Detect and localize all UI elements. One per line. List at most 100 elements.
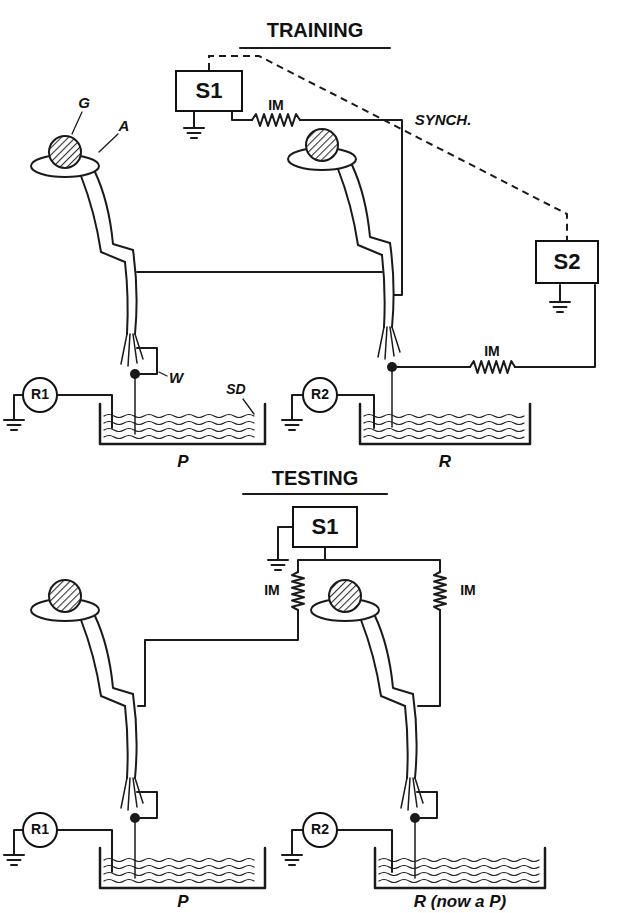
part-label: IM (268, 98, 284, 113)
ground-wire (278, 527, 292, 560)
body-outline (95, 616, 133, 694)
part-label: R (439, 453, 451, 472)
leg-outline (405, 706, 408, 778)
ground-wire (14, 395, 22, 420)
stimulus-wire (298, 548, 440, 572)
saline-surface (104, 415, 254, 418)
stimulus-wire (515, 285, 595, 367)
head-ganglion (49, 136, 81, 168)
resistor-symbol (470, 361, 515, 373)
part-label: W (169, 370, 183, 387)
stimulator-box: S2 (535, 240, 599, 284)
foot-toes (401, 778, 423, 810)
stimulus-wire (397, 366, 470, 368)
leg-outline (133, 250, 137, 334)
body-outline (361, 620, 405, 706)
ground-wire (193, 112, 195, 128)
sync-connector (209, 56, 567, 240)
saline-surface (364, 429, 524, 432)
body-outline (95, 172, 133, 250)
leg-outline (125, 706, 128, 778)
heading-underline (243, 493, 387, 495)
ground-symbol (282, 420, 302, 430)
recorder-circle: R2 (302, 377, 338, 413)
saline-dish (360, 404, 530, 444)
electrode-wire (134, 818, 136, 878)
head-ganglion (306, 129, 338, 161)
connecting-wire (137, 271, 382, 273)
resistor-symbol (252, 114, 300, 126)
electrode-wire (391, 367, 393, 427)
leader-line (243, 399, 254, 414)
recording-wire (58, 830, 112, 872)
saline-surface (104, 422, 254, 425)
recording-wire (338, 395, 374, 428)
ground-symbol (282, 855, 302, 865)
head-ganglion (329, 580, 361, 612)
body-outline (375, 616, 413, 694)
recorder-circle: R1 (22, 377, 58, 413)
wire-loop (137, 792, 157, 818)
ground-wire (559, 285, 561, 302)
saline-surface (364, 436, 524, 439)
node-text: R1 (31, 387, 49, 402)
saline-surface (379, 859, 539, 862)
foot-toes (378, 327, 400, 359)
saline-surface (104, 866, 254, 869)
node-text: R1 (31, 822, 49, 837)
ground-wire (14, 830, 22, 855)
part-label: SD (226, 382, 245, 397)
ground-symbol (550, 302, 570, 312)
wire-loop (137, 348, 157, 374)
edge-label: SYNCH. (413, 111, 474, 128)
foot-toes (121, 778, 143, 810)
stimulus-wire (232, 112, 252, 120)
ground-wire (292, 830, 302, 855)
leg-outline (125, 262, 128, 334)
recording-wire (338, 830, 392, 872)
saline-surface (104, 436, 254, 439)
node-text: R2 (311, 387, 329, 402)
ground-symbol (184, 128, 204, 138)
leg-outline (413, 694, 417, 778)
section-heading: TRAINING (267, 19, 364, 41)
node-text: S1 (312, 515, 339, 539)
saline-surface (364, 415, 524, 418)
part-label: A (119, 118, 130, 135)
saline-surface (379, 873, 539, 876)
leg-outline (390, 243, 394, 327)
part-label: IM (460, 583, 476, 598)
ground-symbol (4, 420, 24, 430)
body-outline (81, 620, 125, 706)
body-outline (338, 169, 382, 255)
part-label: G (78, 95, 90, 112)
stimulator-box: S1 (175, 70, 243, 112)
body-outline (352, 165, 390, 243)
ground-wire (292, 395, 302, 420)
part-label: P (177, 893, 188, 912)
node-text: R2 (311, 822, 329, 837)
saline-dish (375, 848, 545, 888)
stimulus-wire (418, 610, 440, 706)
stimulator-box: S1 (292, 506, 358, 548)
saline-surface (104, 429, 254, 432)
heading-underline (240, 47, 390, 49)
leg-outline (133, 694, 137, 778)
part-label: IM (484, 344, 500, 359)
section-heading: TESTING (272, 467, 359, 489)
saline-surface (379, 880, 539, 883)
stimulus-wire (300, 120, 402, 295)
leader-line (159, 372, 167, 376)
saline-surface (379, 866, 539, 869)
recorder-circle: R2 (302, 812, 338, 848)
part-label: R (now a P) (414, 893, 507, 912)
saline-surface (104, 880, 254, 883)
body-outline (81, 176, 125, 262)
saline-surface (104, 873, 254, 876)
head-ganglion (49, 580, 81, 612)
node-text: S1 (196, 79, 223, 103)
resistor-symbol (292, 572, 304, 610)
resistor-symbol (434, 572, 446, 610)
